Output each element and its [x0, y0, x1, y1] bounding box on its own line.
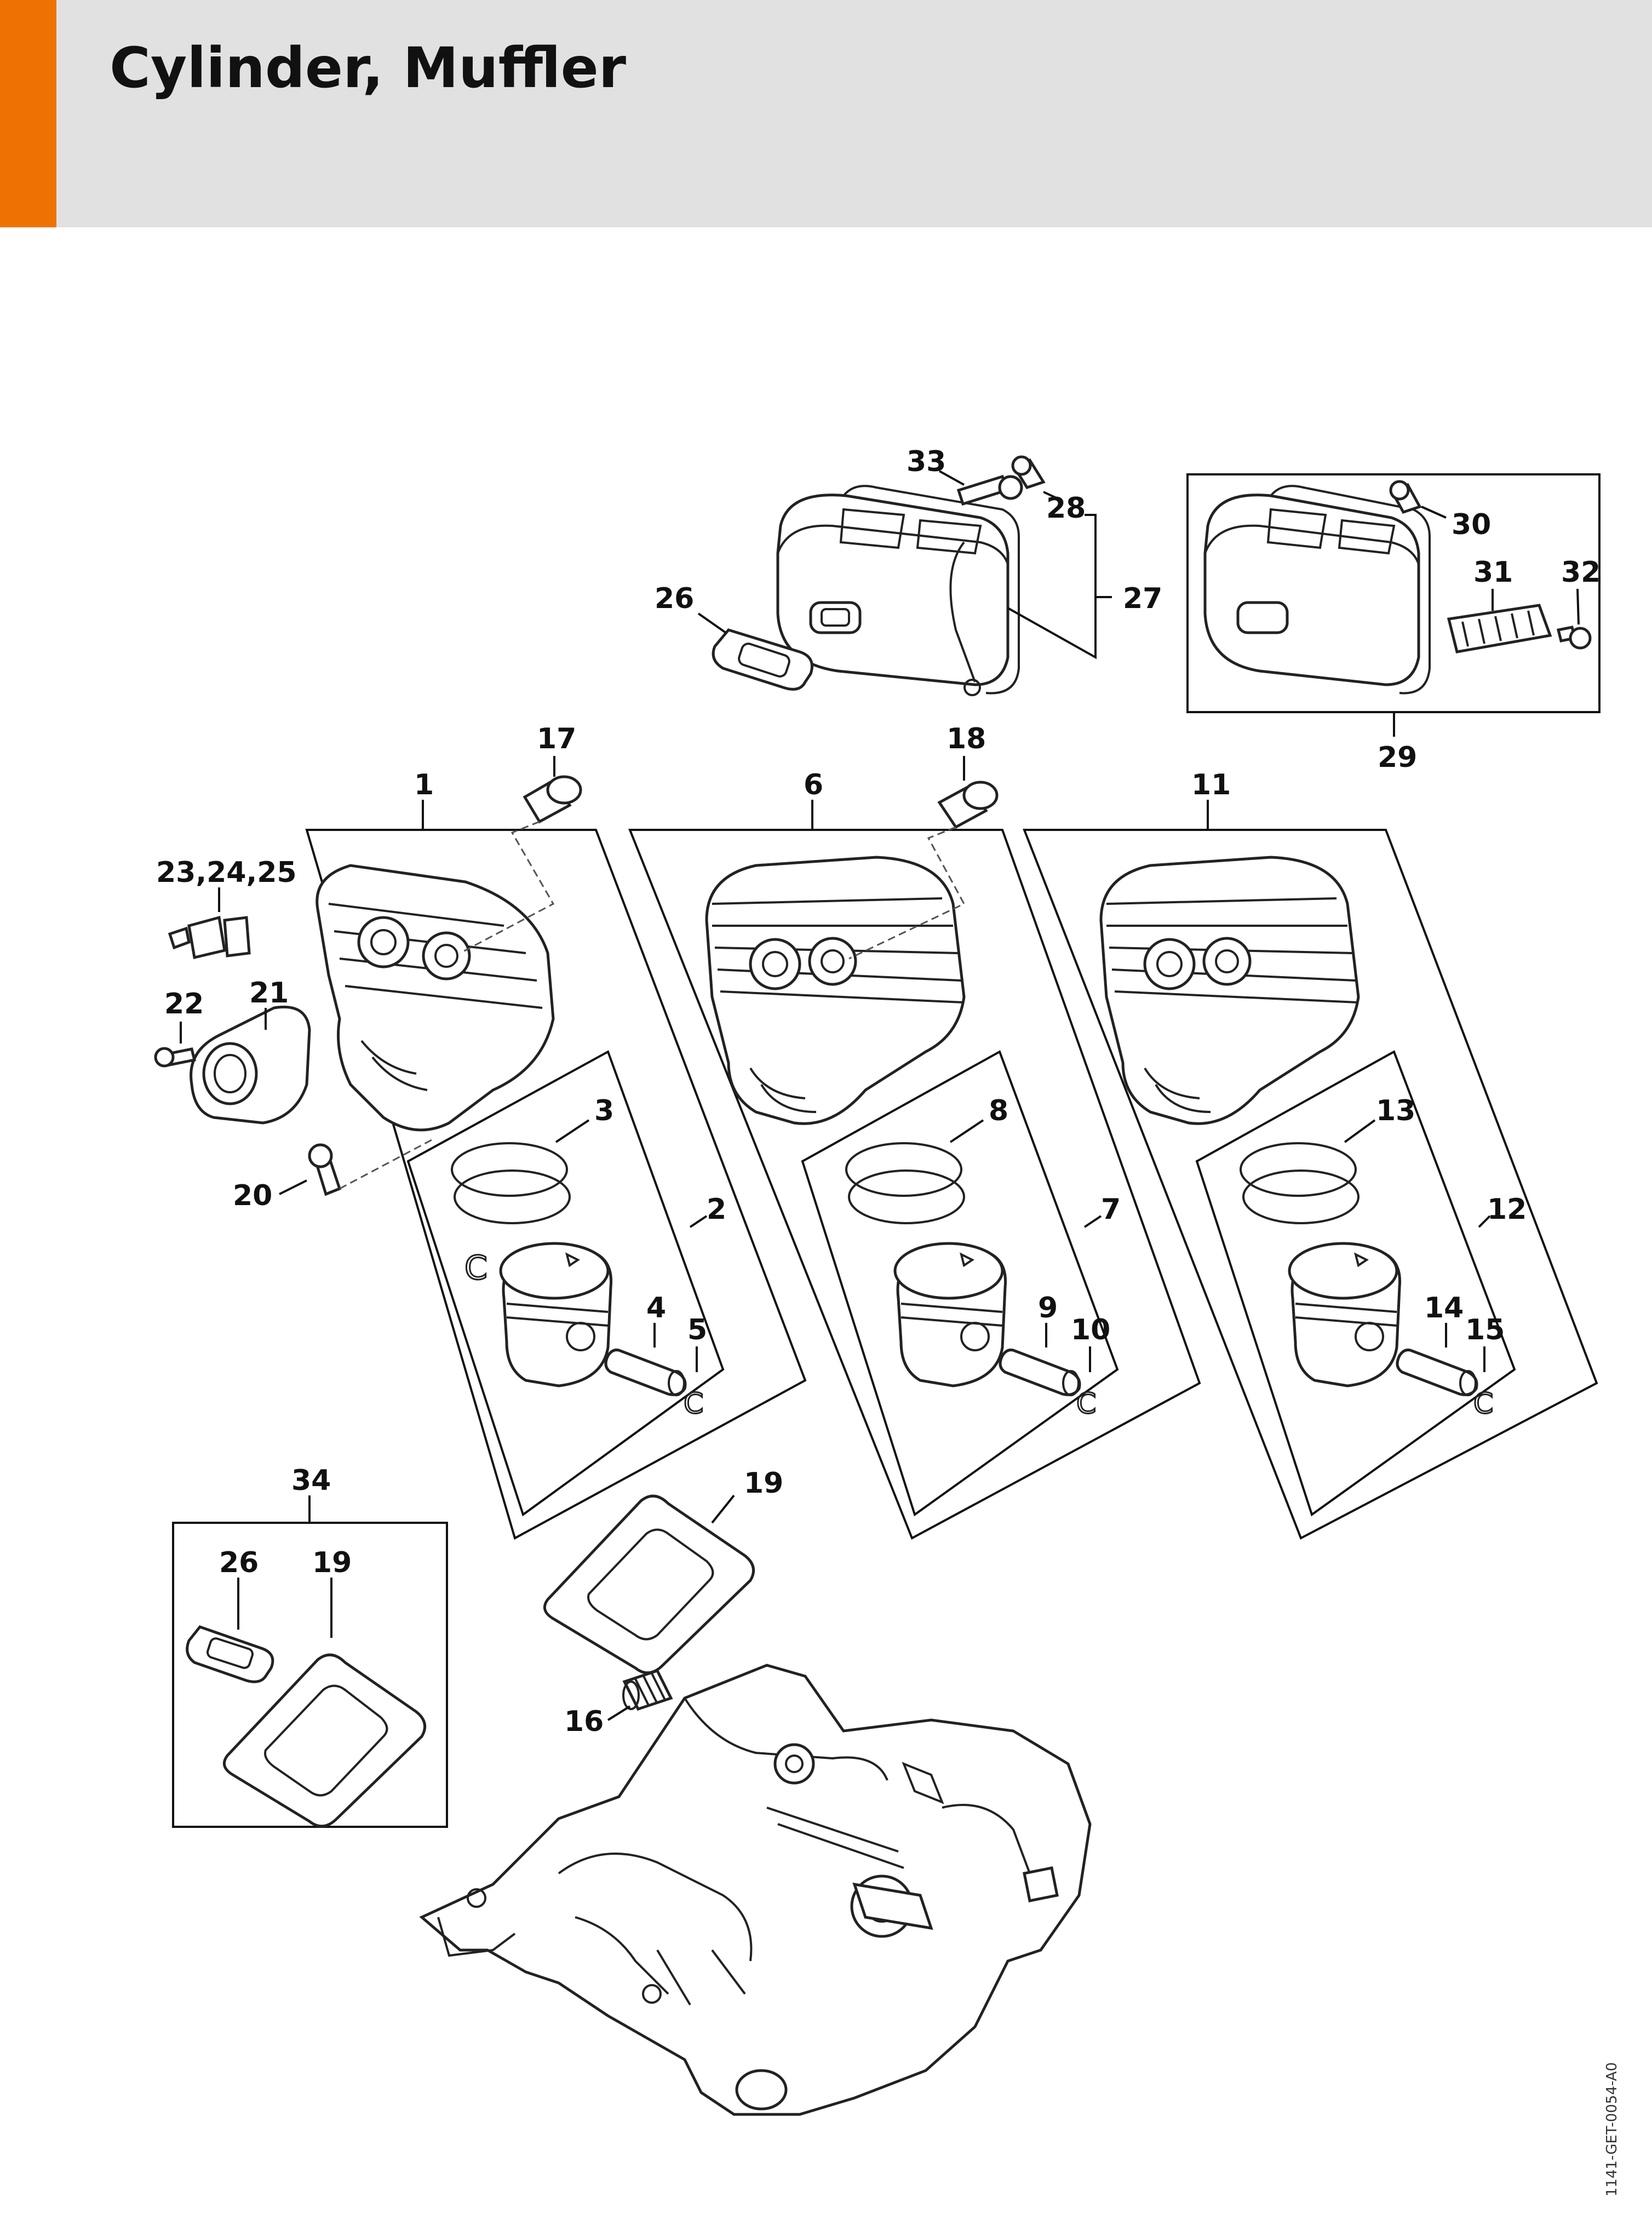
callout-19: 19: [744, 1467, 783, 1500]
gasket-set-muffler-gasket: [186, 1625, 274, 1683]
callout-4: 4: [646, 1292, 666, 1325]
cylinder-kit-frame-6: [628, 829, 1201, 1540]
callout-15: 15: [1465, 1314, 1505, 1346]
callout-10: 10: [1071, 1314, 1110, 1346]
screw-20: [308, 1143, 342, 1196]
leader-30: [1421, 506, 1447, 519]
bolt-28: [1011, 455, 1046, 489]
header-accent-bar: [0, 0, 56, 227]
callout-5: 5: [687, 1314, 707, 1346]
callout-23-24-25: 23,24,25: [156, 856, 297, 889]
leader-3: [555, 1119, 590, 1143]
screw-32: [1556, 626, 1592, 650]
leader-18-dashed: [848, 826, 966, 960]
leader-12: [1478, 1215, 1491, 1228]
piston-pin-14: [1396, 1349, 1478, 1396]
leader-27: [1007, 514, 1097, 660]
leader-32: [1576, 588, 1580, 625]
callout-6: 6: [804, 769, 823, 801]
callout-28: 28: [1046, 492, 1086, 525]
callout-20: 20: [233, 1179, 272, 1212]
leader-26-muffler: [697, 612, 727, 634]
leader-8: [949, 1119, 984, 1143]
muffler-assembly: [776, 485, 1020, 696]
callout-27: 27: [1123, 582, 1162, 615]
callout-32: 32: [1561, 556, 1601, 589]
cylinder-kit-frame-11: [1023, 829, 1598, 1540]
callout-8: 8: [989, 1094, 1008, 1127]
piston-pin-4: [604, 1349, 687, 1396]
decompression-valve-17: [523, 775, 582, 824]
callout-14: 14: [1424, 1292, 1464, 1325]
callout-26-set: 26: [219, 1546, 259, 1579]
circlip-15-icon: C: [1473, 1388, 1493, 1420]
callout-17: 17: [537, 723, 576, 755]
piston-pin-9: [999, 1349, 1081, 1396]
cylinder-11: [1099, 856, 1360, 1125]
leader-28: [1043, 491, 1060, 501]
cylinder-gasket-19: [543, 1494, 755, 1675]
callout-34: 34: [291, 1464, 331, 1497]
callout-21: 21: [249, 977, 289, 1010]
document-id-label: 1141-GET-0054-A0: [1604, 2016, 1626, 2213]
screw-22: [154, 1047, 197, 1068]
leader-20-dashed: [339, 1138, 433, 1190]
leader-19: [711, 1494, 735, 1524]
callout-19-set: 19: [312, 1546, 352, 1579]
callout-3: 3: [594, 1094, 614, 1127]
callout-7: 7: [1101, 1193, 1121, 1226]
leader-16: [607, 1705, 631, 1721]
callout-31: 31: [1473, 556, 1513, 589]
piston-1: [499, 1242, 613, 1388]
callout-1: 1: [414, 769, 434, 801]
document-id-text: 1141-GET-0054-A0: [1604, 2062, 1620, 2197]
leader-2: [689, 1215, 708, 1228]
piston-rings-3: [451, 1142, 571, 1224]
crankcase: [419, 1664, 1092, 2116]
callout-9: 9: [1038, 1292, 1058, 1325]
callout-18: 18: [947, 723, 986, 755]
gasket-set-cylinder-gasket: [222, 1653, 427, 1828]
spark-plug-23-24-25: [168, 915, 251, 960]
bolt-30: [1389, 480, 1422, 514]
callout-26-muffler: 26: [655, 582, 694, 615]
leader-13: [1344, 1119, 1376, 1143]
callout-29: 29: [1378, 741, 1417, 774]
piston-kit-frame-7: [801, 1050, 1119, 1517]
needle-cage-16: [622, 1669, 673, 1711]
leader-33: [939, 470, 965, 486]
callout-16: 16: [564, 1705, 604, 1738]
piston-kit-frame-2-poly: [406, 1050, 725, 1517]
piston-11: [1288, 1242, 1402, 1388]
callout-30: 30: [1452, 508, 1491, 541]
page-title: Cylinder, Muffler: [110, 36, 627, 101]
leader-7: [1083, 1215, 1102, 1228]
callout-22: 22: [164, 988, 204, 1020]
piston-rings-8: [845, 1142, 965, 1224]
cylinder-6: [705, 856, 966, 1125]
callout-11: 11: [1191, 769, 1231, 801]
piston-6: [893, 1242, 1007, 1388]
screw-33: [956, 474, 1023, 506]
muffler-kit-muffler: [1203, 485, 1431, 695]
muffler-gasket-26: [712, 628, 813, 691]
decompression-valve-18: [937, 781, 999, 829]
piston-rings-13: [1240, 1142, 1360, 1224]
leader-20: [279, 1179, 307, 1195]
leader-17-dashed: [460, 821, 555, 954]
spark-screen-31: [1447, 604, 1552, 653]
callout-33: 33: [907, 445, 946, 478]
page-header: Cylinder, Muffler: [0, 0, 1652, 227]
cylinder-1: [316, 864, 555, 1132]
callout-13: 13: [1376, 1094, 1415, 1127]
piston-kit-frame-12: [1195, 1050, 1516, 1517]
circlip-left-icon: C: [464, 1249, 487, 1287]
callout-12: 12: [1487, 1193, 1527, 1226]
cylinder-kit-frame-1: [305, 829, 807, 1540]
intake-flange-21: [190, 1005, 311, 1125]
callout-2: 2: [707, 1193, 726, 1226]
circlip-5-icon: C: [684, 1388, 703, 1420]
circlip-10-icon: C: [1076, 1388, 1096, 1420]
